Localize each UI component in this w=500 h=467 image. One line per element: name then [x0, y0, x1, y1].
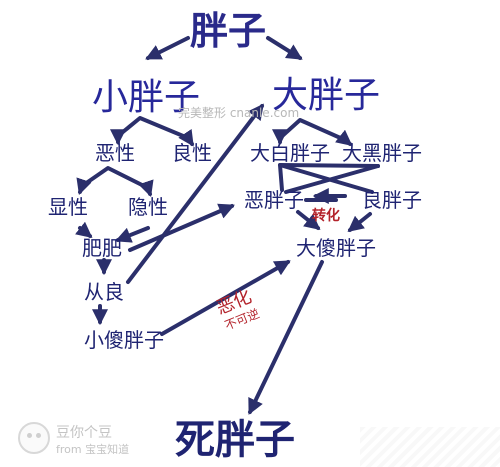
arrow-xianxing-to-feifei [75, 221, 93, 238]
arrow-feifei-to-epangzi [128, 203, 235, 252]
node-e-pangzi: 恶胖子 [244, 188, 304, 212]
node-congliang: 从良 [84, 280, 124, 304]
node-dahei-pangzi: 大黑胖子 [342, 141, 422, 165]
arrow-pangzi-to-da [266, 36, 303, 60]
node-liang-pangzi: 良胖子 [362, 188, 422, 212]
arrow-yinxing-to-feifei [115, 226, 150, 243]
arrow-fork-xiao-right [178, 128, 194, 147]
node-feifei: 肥肥 [82, 236, 122, 260]
arrow-xiaosha-to-dasha [160, 260, 291, 336]
fork-da [278, 118, 347, 142]
node-xiao-sha-pangzi: 小傻胖子 [84, 328, 164, 352]
cross-line-2 [284, 164, 380, 194]
arrow-fork-da-right [335, 129, 353, 146]
arrow-epang-to-dasha [296, 210, 321, 230]
brand-badge: 豆你个豆 from 宝宝知道 [10, 420, 160, 458]
arrow-dasha-to-si [248, 260, 324, 415]
node-exing: 恶性 [95, 141, 135, 165]
arrow-fork-exing-right [138, 179, 154, 198]
arrow-fork-exing-left [76, 177, 92, 196]
node-dabai-pangzi: 大白胖子 [250, 141, 330, 165]
node-da-pangzi: 大胖子 [272, 75, 381, 116]
brand-logo-icon [18, 422, 50, 454]
node-yinxing: 隐性 [128, 195, 168, 219]
arrow-pangzi-to-xiao [145, 36, 190, 60]
fork-exing [80, 166, 150, 190]
node-si-pangzi: 死胖子 [175, 417, 295, 463]
brand-name: 豆你个豆 [56, 425, 112, 441]
node-da-sha-pangzi: 大傻胖子 [296, 236, 376, 260]
watermark-text: 完美整形 cnanle.com [178, 106, 300, 120]
node-xiao-pangzi: 小胖子 [92, 77, 201, 118]
node-pangzi: 胖子 [190, 9, 267, 53]
node-xianxing: 显性 [48, 195, 88, 219]
corner-texture [360, 427, 500, 467]
node-liangxing: 良性 [172, 141, 212, 165]
fork-xiao [116, 116, 190, 140]
arrow-congliang-to-dapangzi [126, 103, 264, 284]
cross-line-1 [278, 163, 374, 194]
brand-source: from 宝宝知道 [56, 443, 130, 456]
label-zhuanhua: 转化 [312, 208, 340, 224]
arrow-liangpang-to-dasha [347, 212, 372, 232]
